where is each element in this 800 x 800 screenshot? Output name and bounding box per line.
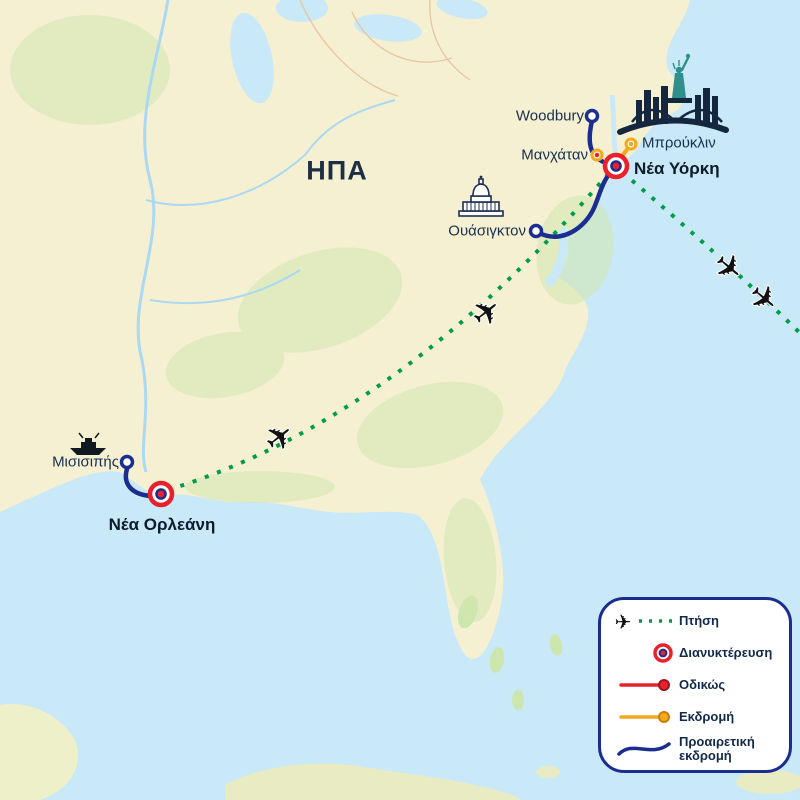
city-label-washington: Ουάσιγκτον xyxy=(448,222,526,240)
route-woodbury-newyork xyxy=(587,118,609,166)
marker-washington xyxy=(528,223,544,239)
capitol-icon xyxy=(458,175,504,217)
city-label-manhattan: Μανχάταν xyxy=(521,146,588,164)
faint-roads xyxy=(299,0,471,97)
route-mississippi-neworleans xyxy=(123,463,155,499)
marker-mississippi xyxy=(119,454,135,470)
plane-icon: ✈ xyxy=(739,275,787,324)
legend: ✈ Πτήση Διανυκτέρευση Οδικώς Εκ xyxy=(598,597,792,773)
marker-woodbury xyxy=(584,108,600,124)
flight-route-newyork-transatlantic xyxy=(620,170,800,336)
country-label-usa: ΗΠΑ xyxy=(306,155,368,186)
excursion-legend-icon xyxy=(619,711,670,723)
landmass-cuba xyxy=(225,763,560,800)
legend-item-flight: ✈ Πτήση xyxy=(607,606,783,636)
marker-neworleans-overnight xyxy=(147,480,175,508)
optional-excursion-legend-icon xyxy=(617,742,671,756)
legend-label: Πτήση xyxy=(679,613,719,629)
landmass-yucatan xyxy=(0,704,79,800)
flight-route-neworleans-newyork xyxy=(167,172,610,492)
city-label-new-york: Νέα Υόρκη xyxy=(634,159,720,178)
newyork-skyline-icon xyxy=(617,53,729,135)
legend-item-road: Οδικώς xyxy=(607,670,783,700)
marker-manhattan xyxy=(590,148,604,162)
plane-icon: ✈ xyxy=(615,610,632,634)
road-legend-icon xyxy=(619,679,670,691)
legend-label: Προαιρετική εκδρομή xyxy=(679,734,755,763)
legend-item-optional-excursion: Προαιρετική εκδρομή xyxy=(607,734,783,764)
marker-newyork-overnight xyxy=(602,152,630,180)
flight-legend-icon: ✈ xyxy=(615,610,673,634)
city-label-mississippi: Μισισιπής xyxy=(52,453,119,471)
city-label-new-orleans: Νέα Ορλεάνη xyxy=(108,515,216,534)
legend-item-overnight: Διανυκτέρευση xyxy=(607,638,783,668)
city-label-woodbury: Woodbury xyxy=(515,107,584,125)
legend-label: Οδικώς xyxy=(679,677,726,693)
legend-label: Διανυκτέρευση xyxy=(679,645,773,661)
route-washington-newyork xyxy=(536,169,614,239)
terrain-green xyxy=(10,15,614,622)
great-lakes xyxy=(230,0,488,104)
statue-of-liberty-icon xyxy=(672,53,691,98)
legend-label: Εκδρομή xyxy=(679,709,735,725)
city-label-brooklyn: Μπρούκλιν xyxy=(642,134,716,152)
legend-item-excursion: Εκδρομή xyxy=(607,702,783,732)
marker-brooklyn xyxy=(624,137,638,151)
overnight-legend-icon xyxy=(653,643,673,663)
stop-markers xyxy=(119,108,638,508)
boat-icon xyxy=(70,432,106,455)
optional-excursion-routes xyxy=(123,118,614,499)
